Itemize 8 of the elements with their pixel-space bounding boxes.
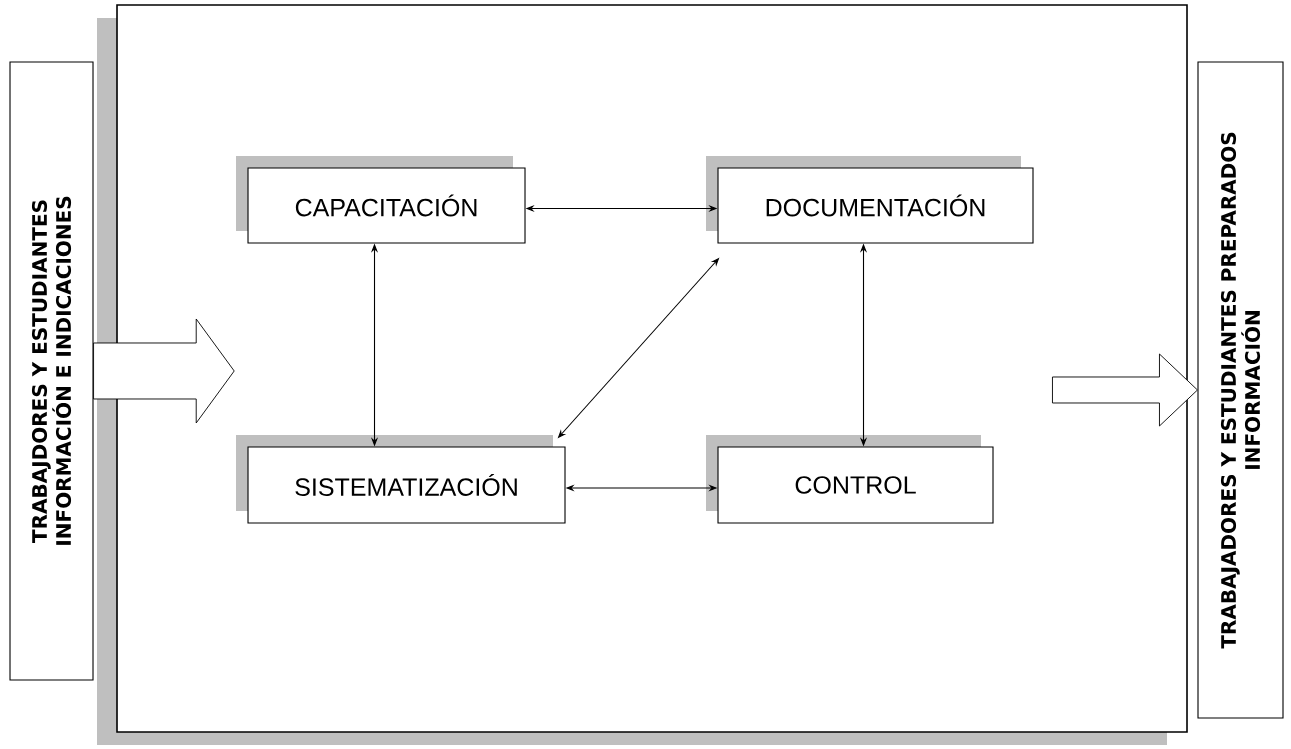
process-box: SISTEMATIZACIÓN bbox=[236, 435, 566, 524]
text-box: TRABAJDORES Y ESTUDIANTES INFORMACIÓN E INDICACIONES bbox=[9, 61, 94, 681]
process-box: DOCUMENTACIÓN bbox=[706, 156, 1034, 244]
text-box: TRABAJADORES Y ESTUDIANTES PREPARADOS INFORMACIÓN bbox=[1197, 61, 1284, 719]
process-box: CAPACITACIÓN bbox=[236, 156, 526, 244]
block-arrow bbox=[1052, 353, 1198, 427]
block-arrow bbox=[93, 318, 235, 424]
process-box: CONTROL bbox=[706, 435, 994, 524]
